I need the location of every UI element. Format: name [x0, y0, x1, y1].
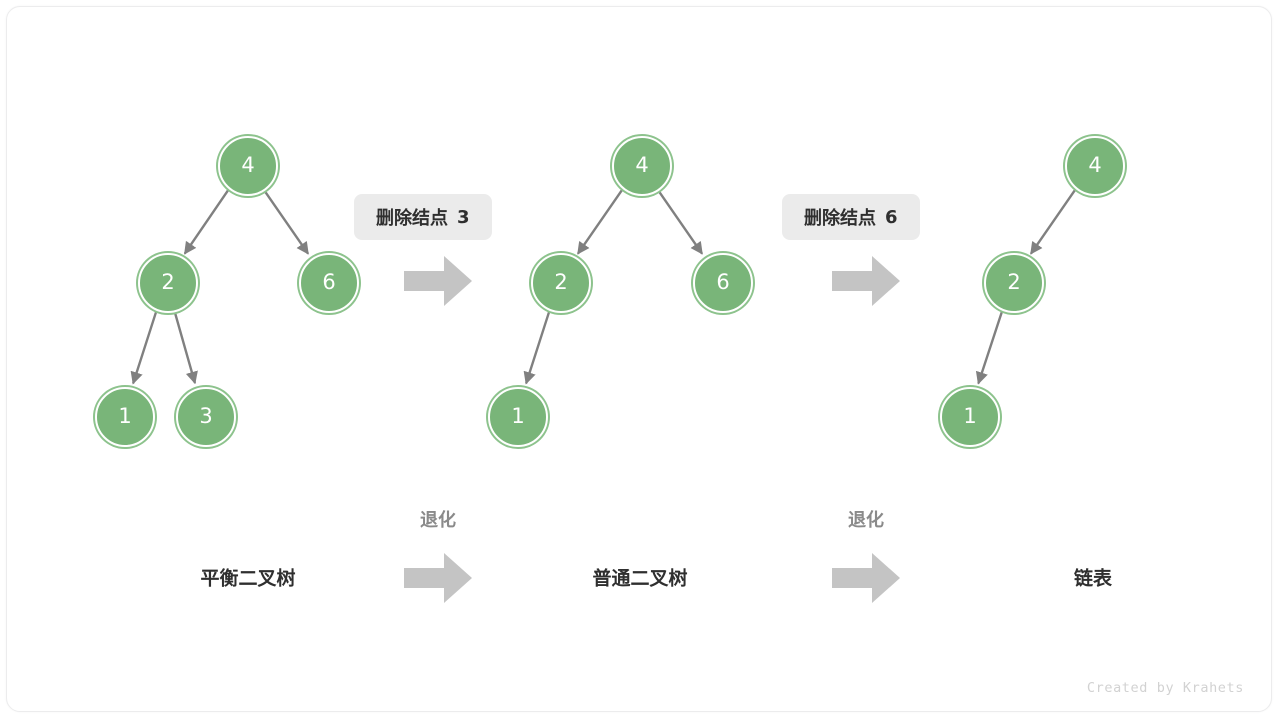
transition-arrow-icon	[402, 253, 474, 309]
degenerate-label: 退化	[848, 510, 884, 530]
delete-node-chip-label: 删除结点	[376, 208, 448, 228]
delete-node-chip-value: 6	[885, 206, 898, 228]
degenerate-arrow-icon	[402, 550, 474, 606]
degenerate-label: 退化	[420, 510, 456, 530]
stage-caption: 普通二叉树	[592, 568, 688, 590]
tree-edge	[172, 308, 198, 385]
tree-node: 4	[218, 136, 278, 196]
tree-node-value: 1	[963, 403, 977, 428]
tree-node: 1	[488, 387, 548, 447]
tree-edge	[130, 308, 159, 385]
figure-card	[6, 6, 1272, 712]
transition-arrow-icon	[830, 253, 902, 309]
tree-node-value: 4	[635, 152, 649, 177]
tree-node: 6	[693, 253, 753, 313]
delete-node-chip: 删除结点 6	[782, 194, 920, 240]
tree-edge	[1030, 187, 1078, 255]
tree-edge	[183, 187, 231, 255]
tree-node: 4	[1065, 136, 1125, 196]
tree-edge	[975, 308, 1004, 385]
tree-node-value: 2	[1007, 269, 1021, 294]
tree-node-value: 2	[554, 269, 568, 294]
tree-node-value: 1	[511, 403, 525, 428]
tree-node: 2	[138, 253, 198, 313]
tree-node: 4	[612, 136, 672, 196]
tree-node: 3	[176, 387, 236, 447]
tree-node-value: 4	[241, 152, 255, 177]
tree-node: 6	[299, 253, 359, 313]
tree-node: 1	[940, 387, 1000, 447]
tree-node: 2	[984, 253, 1044, 313]
tree-edge	[577, 187, 625, 255]
tree-node-value: 6	[716, 269, 730, 294]
watermark-credit: Created by Krahets	[1086, 680, 1244, 696]
tree-node: 2	[531, 253, 591, 313]
tree-node-value: 6	[322, 269, 336, 294]
delete-node-chip-label: 删除结点	[804, 208, 876, 228]
tree-edge	[523, 308, 552, 385]
delete-node-chip: 删除结点 3	[354, 194, 492, 240]
tree-node-value: 4	[1088, 152, 1102, 177]
tree-edge	[655, 187, 703, 255]
tree-node: 1	[95, 387, 155, 447]
stage-caption: 平衡二叉树	[200, 568, 296, 590]
stage-caption: 链表	[1073, 568, 1113, 590]
tree-node-value: 2	[161, 269, 175, 294]
tree-edge	[261, 187, 309, 255]
delete-node-chip-value: 3	[457, 206, 470, 228]
tree-node-value: 3	[199, 403, 213, 428]
degenerate-arrow-icon	[830, 550, 902, 606]
tree-node-value: 1	[118, 403, 132, 428]
